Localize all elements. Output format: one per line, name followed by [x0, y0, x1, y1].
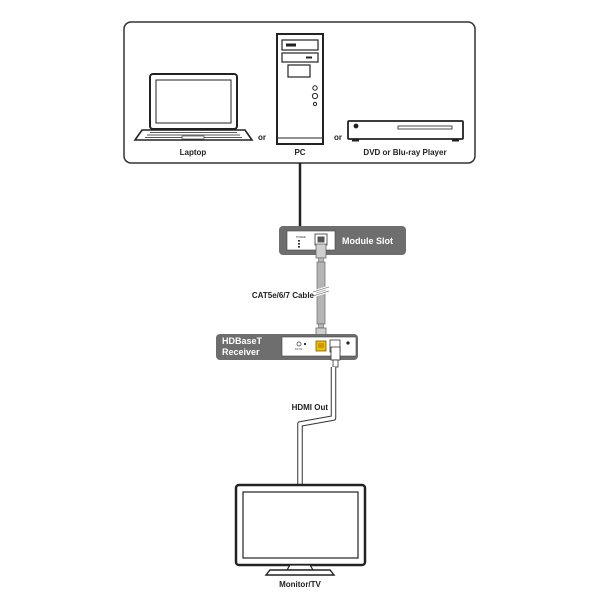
pc-label: PC: [294, 148, 305, 157]
pc-tower-icon: [276, 33, 324, 145]
svg-text:POWER: POWER: [296, 235, 306, 239]
svg-text:DC 5V: DC 5V: [295, 348, 302, 351]
receiver-label-line2: Receiver: [222, 347, 260, 357]
monitor-label: Monitor/TV: [279, 580, 321, 589]
hdmi-cable: [297, 346, 341, 484]
cat-cable-label: CAT5e/6/7 Cable: [252, 291, 315, 300]
hdmi-out-label: HDMI Out: [292, 403, 329, 412]
module-slot-label: Module Slot: [342, 236, 393, 246]
monitor-icon: [234, 483, 367, 576]
or-separator-1: or: [258, 133, 266, 142]
or-separator-2: or: [334, 133, 342, 142]
cat-cable: [312, 243, 330, 341]
laptop-icon: [133, 73, 254, 141]
receiver-label-line1: HDBaseT: [222, 336, 263, 346]
laptop-label: Laptop: [180, 148, 207, 157]
dvd-player-icon: [347, 120, 464, 142]
dvd-player-label: DVD or Blu-ray Player: [363, 148, 446, 157]
